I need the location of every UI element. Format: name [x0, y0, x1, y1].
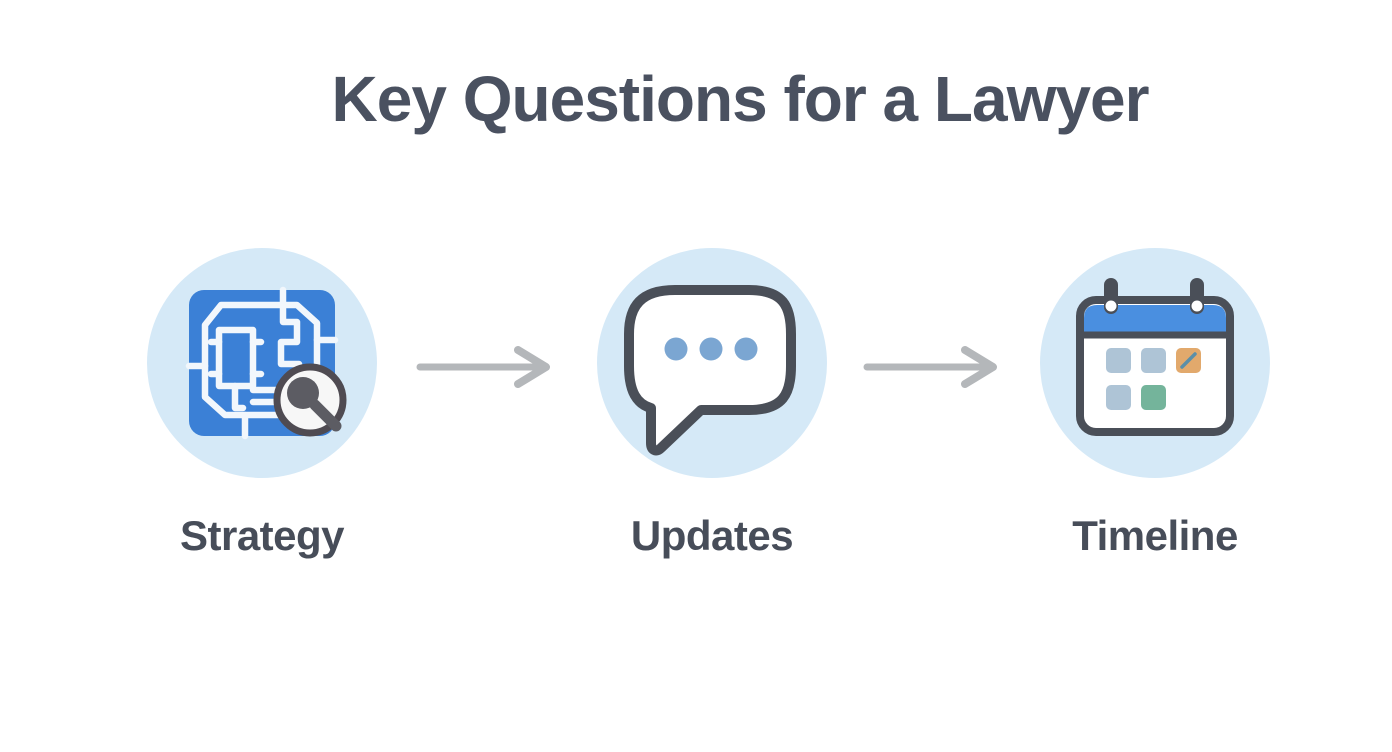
step-label-timeline: Timeline [1072, 512, 1238, 559]
blueprint-magnifier-icon [147, 248, 377, 478]
calendar-day-squares [1106, 348, 1201, 410]
step-label-strategy: Strategy [179, 512, 345, 559]
step-strategy-icon-circle [147, 248, 377, 478]
calendar-icon [1040, 248, 1270, 478]
page-title: Key Questions for a Lawyer [331, 63, 1150, 135]
step-label-updates: Updates [630, 512, 794, 559]
speech-bubble-icon [597, 248, 827, 478]
magnifier-glyph [273, 363, 347, 437]
arrow-right-icon [862, 345, 1002, 389]
calendar-rings [1104, 278, 1204, 314]
step-updates-icon-circle [597, 248, 827, 478]
arrow-right-icon [415, 345, 555, 389]
step-timeline-icon-circle [1040, 248, 1270, 478]
typing-dots [664, 337, 758, 361]
